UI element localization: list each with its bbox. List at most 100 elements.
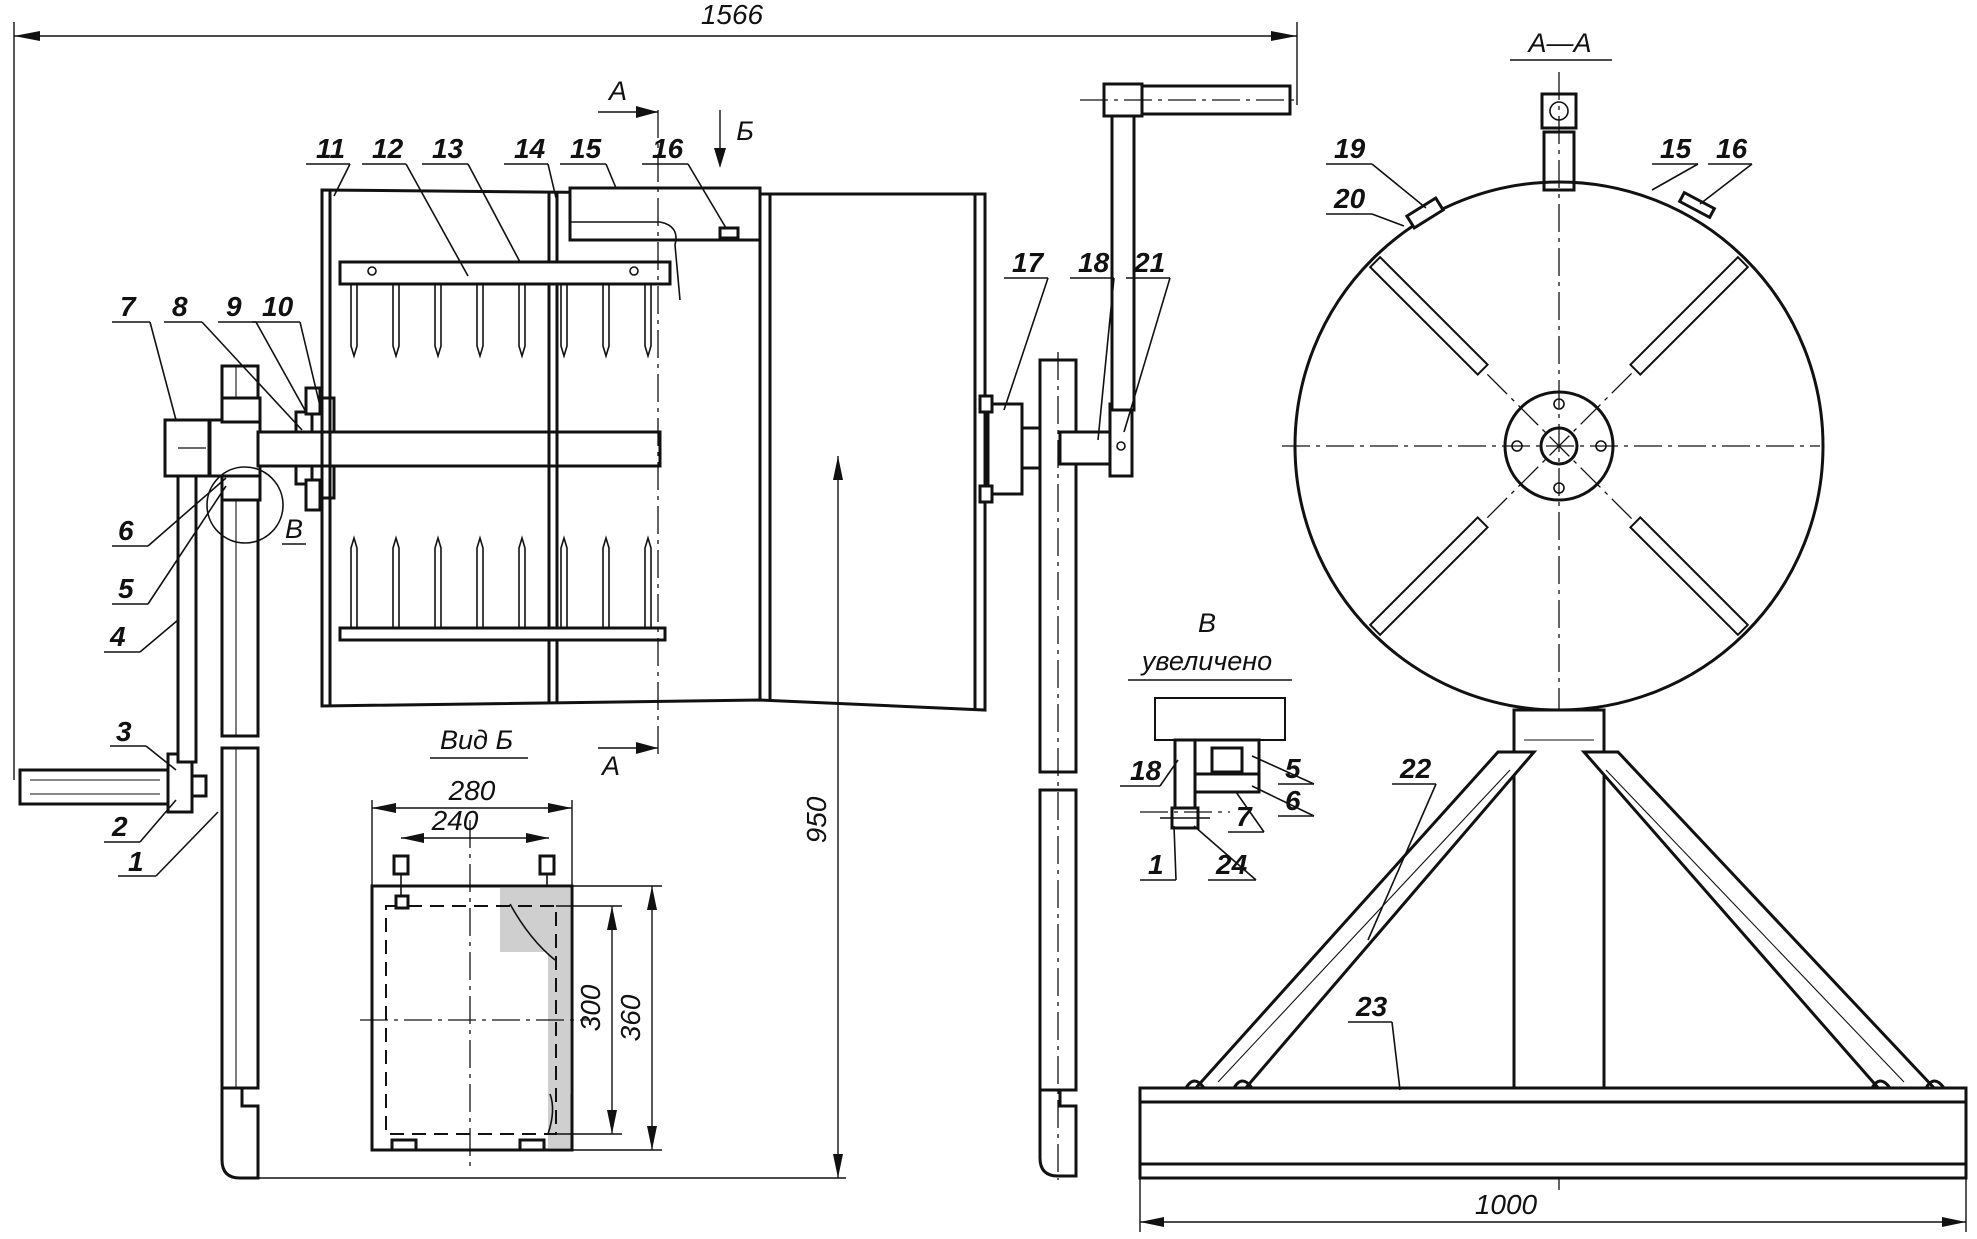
dimension-240-label: 240 (431, 805, 479, 836)
callout-leader (1123, 277, 1171, 433)
paddle-pin (392, 284, 400, 359)
callout-11: 11 (316, 133, 345, 164)
dimension-1000-label: 1000 (1475, 1189, 1538, 1220)
callout-15: 15 (570, 133, 602, 164)
callout-leader (1651, 163, 1699, 191)
paddle-pin (644, 284, 652, 359)
dimension-300-label: 300 (575, 984, 606, 1031)
section-view-title: А—А (1526, 28, 1591, 58)
callout-1: 1 (128, 846, 144, 877)
paddle-pin (434, 535, 442, 628)
callout-leader (1159, 759, 1179, 787)
callout-leader (687, 163, 727, 229)
callout-8: 8 (172, 291, 188, 322)
section-a-a-view: А—А (1138, 28, 1968, 1232)
callout-23: 23 (1355, 991, 1388, 1022)
callout-leader (467, 163, 521, 263)
callout-leader (201, 321, 303, 431)
callout-17: 17 (1012, 247, 1045, 278)
callout-18-detail: 18 (1130, 755, 1162, 786)
callout-14: 14 (514, 133, 546, 164)
paddle-pin (602, 535, 610, 628)
callout-5: 5 (118, 573, 134, 604)
callout-leader (1371, 213, 1405, 227)
callout-21: 21 (1133, 247, 1165, 278)
callout-18: 18 (1078, 247, 1110, 278)
paddle-pin (476, 535, 484, 628)
dimension-1566-label: 1566 (701, 0, 764, 30)
left-crank (18, 418, 660, 814)
callout-leader (1699, 163, 1753, 205)
section-a-bottom-label: А (600, 751, 620, 781)
callout-15-section: 15 (1660, 133, 1692, 164)
callout-leader (605, 163, 617, 189)
callout-5-detail: 5 (1285, 753, 1301, 784)
callout-2: 2 (111, 811, 128, 842)
callout-leaders (104, 163, 1753, 1091)
dimension-height: 950 (258, 456, 846, 1179)
callout-6: 6 (118, 515, 134, 546)
callout-leader (139, 799, 177, 843)
section-a-top-label: А (607, 76, 627, 106)
callout-leader (1251, 785, 1315, 817)
paddle-pin (560, 535, 568, 628)
paddle-pin (434, 284, 442, 359)
callout-leader (333, 163, 351, 197)
callout-1-detail: 1 (1148, 849, 1164, 880)
dimension-280-label: 280 (448, 775, 496, 806)
paddle (1629, 516, 1750, 637)
callout-leader (1193, 825, 1257, 881)
paddle-pin (350, 284, 358, 359)
paddle-pin (518, 284, 526, 359)
callout-16: 16 (652, 133, 684, 164)
dimension-950-label: 950 (801, 796, 832, 843)
callout-leader (1097, 277, 1115, 441)
paddle-pin (518, 535, 526, 628)
callout-leader (547, 163, 557, 199)
callout-leader (147, 485, 227, 605)
callout-leader (1003, 277, 1049, 411)
view-b-title: Вид Б (440, 725, 513, 755)
callout-13: 13 (432, 133, 464, 164)
paddle (1368, 516, 1489, 637)
paddle (1629, 255, 1750, 376)
paddle-pin (644, 535, 652, 628)
right-stand (1038, 82, 1300, 1180)
callout-6-detail: 6 (1285, 785, 1301, 816)
callout-leader (299, 321, 321, 407)
callout-10: 10 (262, 291, 294, 322)
paddle (1368, 255, 1489, 376)
callout-24-detail: 24 (1215, 849, 1248, 880)
callout-leader (155, 811, 219, 877)
detail-subtitle: увеличено (1140, 646, 1272, 676)
paddle-pin (350, 535, 358, 628)
paddle-pins (350, 284, 652, 628)
callout-16-section: 16 (1716, 133, 1748, 164)
view-b-arrow-label: Б (736, 116, 754, 146)
callout-9: 9 (226, 291, 242, 322)
callout-leader (1235, 791, 1265, 833)
detail-v: В увеличено (1128, 608, 1292, 830)
callout-leader (1371, 163, 1427, 209)
paddle-pin (476, 284, 484, 359)
callout-12: 12 (372, 133, 404, 164)
callout-leader (145, 745, 177, 771)
callout-leader (1173, 825, 1177, 881)
left-bearing-assembly (206, 386, 662, 544)
callout-leader (255, 321, 307, 413)
callout-7: 7 (120, 291, 137, 322)
callout-4: 4 (109, 621, 126, 652)
paddle-pin (560, 284, 568, 359)
callout-19: 19 (1334, 133, 1366, 164)
callout-leader (1251, 755, 1315, 785)
callout-20: 20 (1333, 183, 1366, 214)
callout-leader (1391, 1021, 1401, 1091)
paddle-pin (602, 284, 610, 359)
callout-leader (147, 477, 227, 547)
callout-leader (149, 321, 177, 421)
callout-labels: 1 2 3 4 5 6 7 8 9 10 11 12 13 14 15 16 1… (109, 133, 1748, 1022)
detail-v-marker: В (285, 514, 303, 544)
view-b: Вид Б 280 240 (360, 725, 662, 1170)
callout-leader (139, 619, 179, 653)
